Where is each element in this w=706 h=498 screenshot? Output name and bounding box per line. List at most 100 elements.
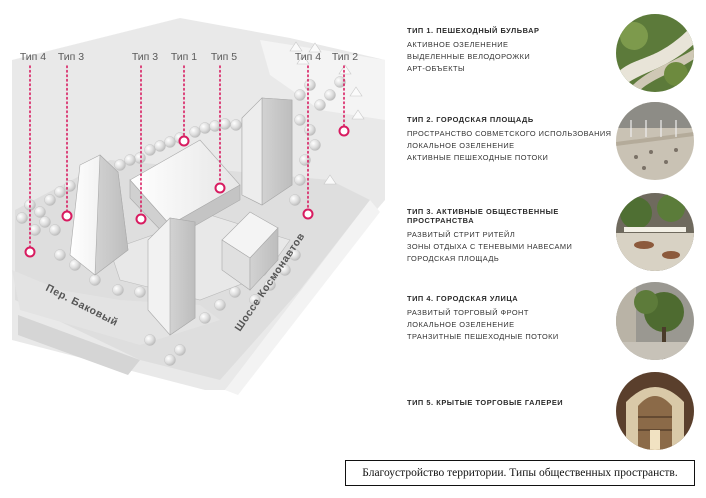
marker-point <box>24 246 36 258</box>
tree <box>174 344 186 356</box>
slab-building <box>129 139 241 241</box>
tree <box>279 264 291 276</box>
legend-title: ТИП 4. ГОРОДСКАЯ УЛИЦА <box>407 294 519 303</box>
marker-label: Тип 3 <box>58 51 84 63</box>
legend-title: ТИП 5. КРЫТЫЕ ТОРГОВЫЕ ГАЛЕРЕИ <box>407 398 564 407</box>
legend-line: РАЗВИТЫЙ ТОРГОВЫЙ ФРОНТ <box>407 308 529 317</box>
marker-label: Тип 3 <box>132 51 158 63</box>
legend-item-type3: ТИП 3. АКТИВНЫЕ ОБЩЕСТВЕННЫЕ ПРОСТРАНСТВ… <box>407 207 612 265</box>
tree <box>134 152 146 164</box>
tree <box>164 136 176 148</box>
marker-point <box>338 125 350 137</box>
tree <box>304 79 316 91</box>
tree <box>299 154 311 166</box>
tree <box>114 159 126 171</box>
type-marker: Тип 3 <box>132 51 158 225</box>
tree <box>324 89 336 101</box>
tree <box>54 186 66 198</box>
tree <box>154 140 166 152</box>
square-photo-icon <box>616 102 694 180</box>
legend-line: ЛОКАЛЬНОЕ ОЗЕЛЕНЕНИЕ <box>407 141 515 150</box>
tower-west <box>69 154 129 276</box>
legend-title: ТИП 3. АКТИВНЫЕ ОБЩЕСТВЕННЫЕ ПРОСТРАНСТВ… <box>407 207 559 225</box>
legend-line: ЗОНЫ ОТДЫХА С ТЕНЕВЫМИ НАВЕСАМИ <box>407 242 573 251</box>
legend-line: ТРАНЗИТНЫЕ ПЕШЕХОДНЫЕ ПОТОКИ <box>407 332 559 341</box>
tree <box>304 124 316 136</box>
tree <box>199 312 211 324</box>
tree <box>144 144 156 156</box>
art-object-marker <box>349 86 363 97</box>
tree <box>16 212 28 224</box>
tree <box>54 249 66 261</box>
street-photo-icon <box>616 282 694 360</box>
type-marker: Тип 4 <box>20 51 46 258</box>
tree <box>44 194 56 206</box>
type-marker: Тип 3 <box>58 51 84 222</box>
marker-point <box>178 135 190 147</box>
gallery-photo-icon <box>616 372 694 450</box>
art-object-marker <box>351 109 365 120</box>
tree <box>219 118 231 130</box>
legend-line: АКТИВНЫЕ ПЕШЕХОДНЫЕ ПОТОКИ <box>407 153 549 162</box>
marker-point <box>214 182 226 194</box>
legend-item-type5: ТИП 5. КРЫТЫЕ ТОРГОВЫЕ ГАЛЕРЕИ <box>407 398 612 411</box>
legend-item-type2: ТИП 2. ГОРОДСКАЯ ПЛОЩАДЬ ПРОСТРАНСТВО СО… <box>407 115 612 164</box>
tree <box>124 154 136 166</box>
art-object-marker <box>296 54 310 65</box>
tree <box>69 259 81 271</box>
figure-caption: Благоустройство территории. Типы обществ… <box>345 460 695 486</box>
legend-item-type1: ТИП 1. ПЕШЕХОДНЫЙ БУЛЬВАР АКТИВНОЕ ОЗЕЛЕ… <box>407 26 612 75</box>
tree <box>294 174 306 186</box>
tree <box>294 114 306 126</box>
tree <box>49 224 61 236</box>
legend-item-type4: ТИП 4. ГОРОДСКАЯ УЛИЦА РАЗВИТЫЙ ТОРГОВЫЙ… <box>407 294 612 343</box>
tree <box>112 284 124 296</box>
tree <box>29 224 41 236</box>
legend-title: ТИП 2. ГОРОДСКАЯ ПЛОЩАДЬ <box>407 115 534 124</box>
tower-center <box>147 217 196 336</box>
tree <box>214 299 226 311</box>
legend-line: АРТ-ОБЪЕКТЫ <box>407 64 465 73</box>
tree <box>314 99 326 111</box>
marker-label: Тип 2 <box>332 51 358 63</box>
tree <box>230 119 242 131</box>
tree <box>209 120 221 132</box>
type-marker: Тип 2 <box>332 51 358 137</box>
marker-label: Тип 4 <box>20 51 46 63</box>
legend-line: РАЗВИТЫЙ СТРИТ РИТЕЙЛ <box>407 230 516 239</box>
art-object-marker <box>289 41 303 52</box>
tree <box>294 89 306 101</box>
legend-line: АКТИВНОЕ ОЗЕЛЕНЕНИЕ <box>407 40 509 49</box>
tree <box>199 122 211 134</box>
type-marker: Тип 5 <box>211 51 237 194</box>
marker-label: Тип 1 <box>171 51 197 63</box>
type-marker: Тип 4 <box>295 51 321 220</box>
tree <box>289 249 301 261</box>
buildings <box>69 97 293 336</box>
art-object-marker <box>338 64 352 75</box>
tower-east <box>241 97 293 206</box>
tree <box>39 216 51 228</box>
marker-label: Тип 5 <box>211 51 237 63</box>
tree <box>144 334 156 346</box>
marker-label: Тип 4 <box>295 51 321 63</box>
tree <box>264 279 276 291</box>
legend-title: ТИП 1. ПЕШЕХОДНЫЙ БУЛЬВАР <box>407 26 540 35</box>
legend-line: ЛОКАЛЬНОЕ ОЗЕЛЕНЕНИЕ <box>407 320 515 329</box>
legend-line: ГОРОДСКАЯ ПЛОЩАДЬ <box>407 254 500 263</box>
marker-point <box>135 213 147 225</box>
boulevard-photo-icon <box>616 14 694 92</box>
tree <box>334 76 346 88</box>
tree <box>309 139 321 151</box>
tree <box>249 294 261 306</box>
type-marker: Тип 1 <box>171 51 197 147</box>
marker-point <box>61 210 73 222</box>
marker-point <box>302 208 314 220</box>
tree <box>134 286 146 298</box>
tree <box>89 274 101 286</box>
legend-line: ВЫДЕЛЕННЫЕ ВЕЛОДОРОЖКИ <box>407 52 531 61</box>
tree <box>64 180 76 192</box>
art-object-marker <box>323 174 337 185</box>
tree <box>289 194 301 206</box>
